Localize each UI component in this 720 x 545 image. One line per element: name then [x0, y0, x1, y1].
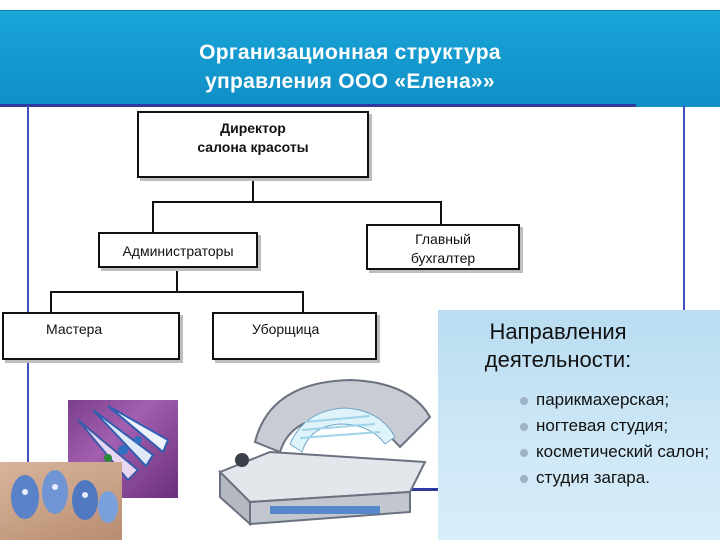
- bullet-icon: [520, 397, 528, 405]
- administrators-box: Администраторы: [98, 232, 258, 268]
- header-underline: [0, 104, 636, 107]
- directions-heading: Направления деятельности:: [438, 318, 678, 374]
- list-item: ногтевая студия;: [514, 416, 714, 436]
- masters-label: Мастера: [46, 321, 102, 337]
- list-item: косметический салон;: [514, 442, 714, 462]
- direction-text: косметический салон;: [536, 442, 709, 461]
- accountant-label-line2: бухгалтер: [368, 249, 518, 268]
- page-title-line2: управления ООО «Елена»»: [120, 67, 580, 96]
- connector-to-accountant: [440, 201, 442, 224]
- director-label-line1: Директор: [139, 119, 367, 138]
- director-box: Директор салона красоты: [137, 111, 369, 178]
- direction-text: ногтевая студия;: [536, 416, 668, 435]
- bullet-icon: [520, 423, 528, 431]
- bullet-icon: [520, 475, 528, 483]
- directions-heading-line1: Направления: [438, 318, 678, 346]
- list-item: парикмахерская;: [514, 390, 714, 410]
- title-banner: Организационная структура управления ООО…: [0, 10, 720, 107]
- accountant-box: Главный бухгалтер: [366, 224, 520, 270]
- director-label-line2: салона красоты: [139, 138, 367, 157]
- bullet-icon: [520, 449, 528, 457]
- connector-level3-horizontal: [50, 291, 304, 293]
- nail-design-photo: [0, 462, 122, 540]
- direction-text: парикмахерская;: [536, 390, 669, 409]
- list-item: студия загара.: [514, 468, 714, 488]
- masters-box: Мастера: [2, 312, 180, 360]
- connector-director-down: [252, 178, 254, 202]
- directions-panel: Направления деятельности: парикмахерская…: [438, 310, 720, 540]
- connector-admin-down: [176, 268, 178, 292]
- connector-to-masters: [50, 291, 52, 312]
- directions-list: парикмахерская; ногтевая студия; космети…: [514, 390, 714, 488]
- connector-to-admin: [152, 201, 154, 232]
- cleaner-label: Уборщица: [252, 321, 319, 337]
- page-title-line1: Организационная структура: [120, 38, 580, 67]
- page-title: Организационная структура управления ООО…: [120, 38, 580, 96]
- accountant-label-line1: Главный: [368, 230, 518, 249]
- connector-level2-horizontal: [152, 201, 442, 203]
- direction-text: студия загара.: [536, 468, 650, 487]
- connector-to-cleaner: [302, 291, 304, 312]
- frame-left-line: [27, 106, 29, 469]
- cleaner-box: Уборщица: [212, 312, 377, 360]
- administrators-label: Администраторы: [122, 243, 233, 259]
- solarium-image: [210, 372, 435, 532]
- directions-heading-line2: деятельности:: [438, 346, 678, 374]
